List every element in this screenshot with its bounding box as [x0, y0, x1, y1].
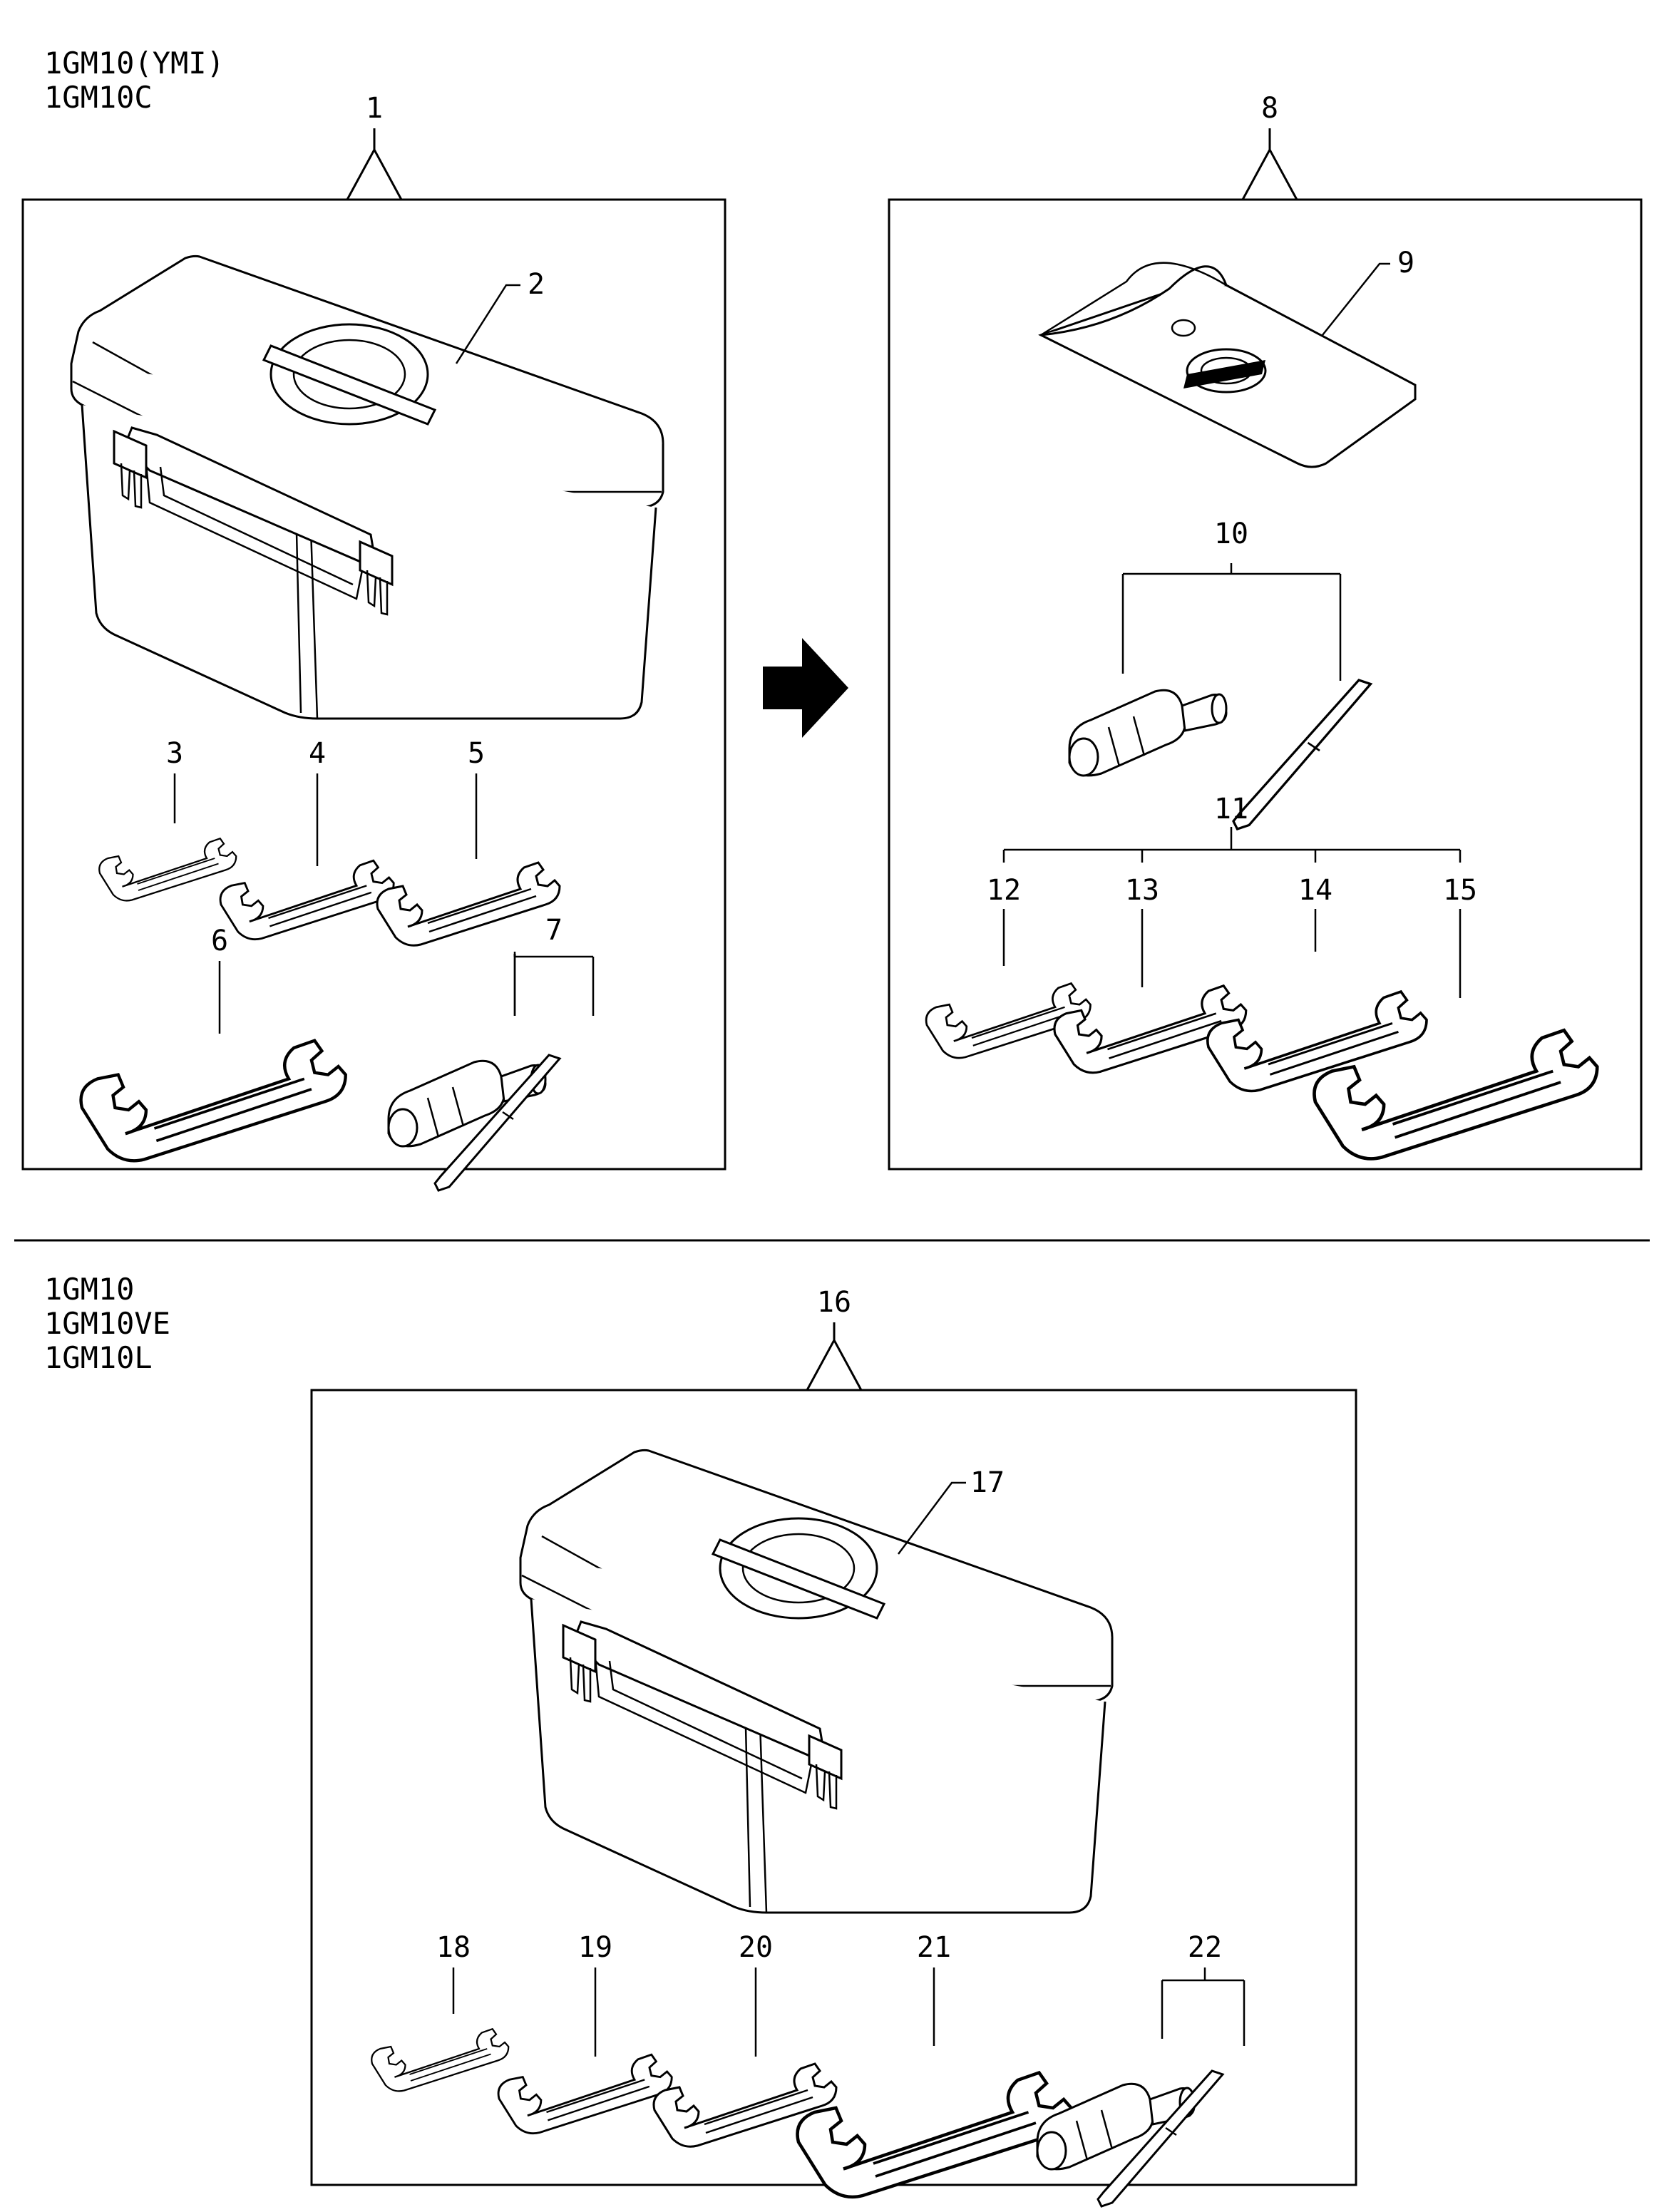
callout-16: 16 — [817, 1286, 851, 1319]
panel-1: 1 2 3 4 5 6 7 — [21, 92, 726, 1192]
wrench-21 — [798, 2073, 1072, 2197]
callout-19: 19 — [578, 1931, 612, 1964]
callout-8: 8 — [1261, 92, 1278, 125]
model-label-top-1: 1GM10(YMI) — [44, 46, 225, 81]
callout-20: 20 — [739, 1931, 773, 1964]
callout-21: 21 — [917, 1931, 951, 1964]
callout-14: 14 — [1298, 874, 1332, 907]
model-label-top-2: 1GM10C — [44, 80, 153, 115]
callout-11: 11 — [1214, 793, 1248, 825]
callout-15: 15 — [1443, 874, 1477, 907]
document-pouch-9 — [1038, 262, 1417, 468]
callout-10: 10 — [1214, 518, 1248, 550]
callout-6: 6 — [211, 925, 228, 957]
right-arrow-icon — [763, 638, 848, 738]
screwdriver-10 — [1068, 689, 1228, 777]
toolbox-illustration — [70, 254, 664, 720]
callout-5: 5 — [468, 737, 485, 770]
screwdriver-bit-10 — [1232, 679, 1372, 830]
callout-18: 18 — [436, 1931, 471, 1964]
callout-13: 13 — [1125, 874, 1159, 907]
wrench-6 — [81, 1041, 346, 1161]
panel-8: 8 9 10 11 12 13 — [888, 92, 1643, 1171]
callout-12: 12 — [987, 874, 1021, 907]
callout-17: 17 — [970, 1466, 1005, 1499]
panel-16: 16 17 18 19 20 21 22 — [310, 1286, 1357, 2208]
toolbox-illustration-16 — [519, 1449, 1114, 1914]
callout-1: 1 — [366, 92, 383, 125]
callout-4: 4 — [309, 737, 326, 770]
wrench-19 — [497, 2053, 673, 2135]
model-label-bottom-2: 1GM10VE — [44, 1306, 170, 1341]
model-label-bottom-1: 1GM10 — [44, 1272, 134, 1307]
wrench-4 — [219, 859, 395, 941]
callout-22: 22 — [1188, 1931, 1222, 1964]
callout-7: 7 — [545, 914, 563, 947]
callout-9: 9 — [1397, 247, 1414, 279]
model-label-bottom-3: 1GM10L — [44, 1340, 153, 1375]
wrench-3 — [98, 838, 237, 902]
callout-2: 2 — [528, 268, 545, 301]
wrench-18 — [371, 2028, 510, 2092]
wrench-5 — [376, 861, 561, 947]
callout-3: 3 — [166, 737, 183, 770]
